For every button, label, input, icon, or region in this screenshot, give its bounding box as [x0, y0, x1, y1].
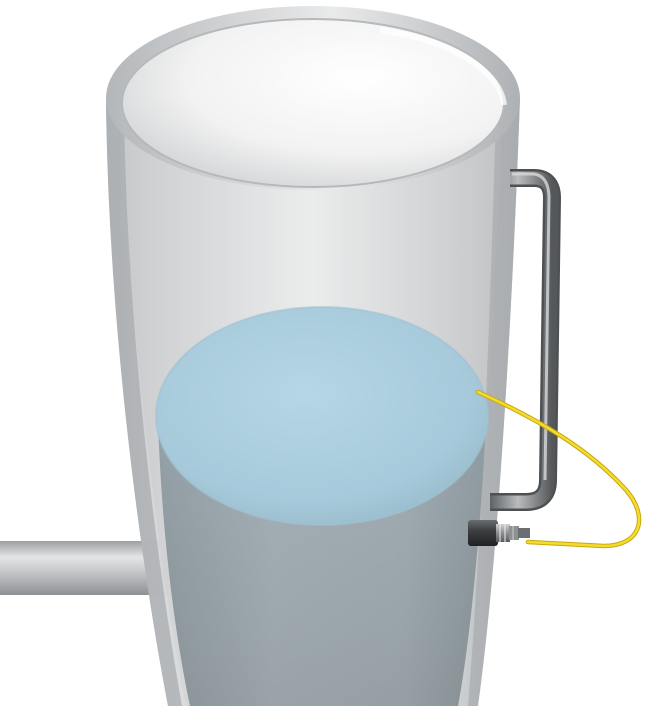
liquid — [156, 307, 488, 706]
liquid-surface — [156, 307, 488, 525]
tank-rim — [106, 6, 520, 190]
level-sensor — [468, 520, 530, 546]
